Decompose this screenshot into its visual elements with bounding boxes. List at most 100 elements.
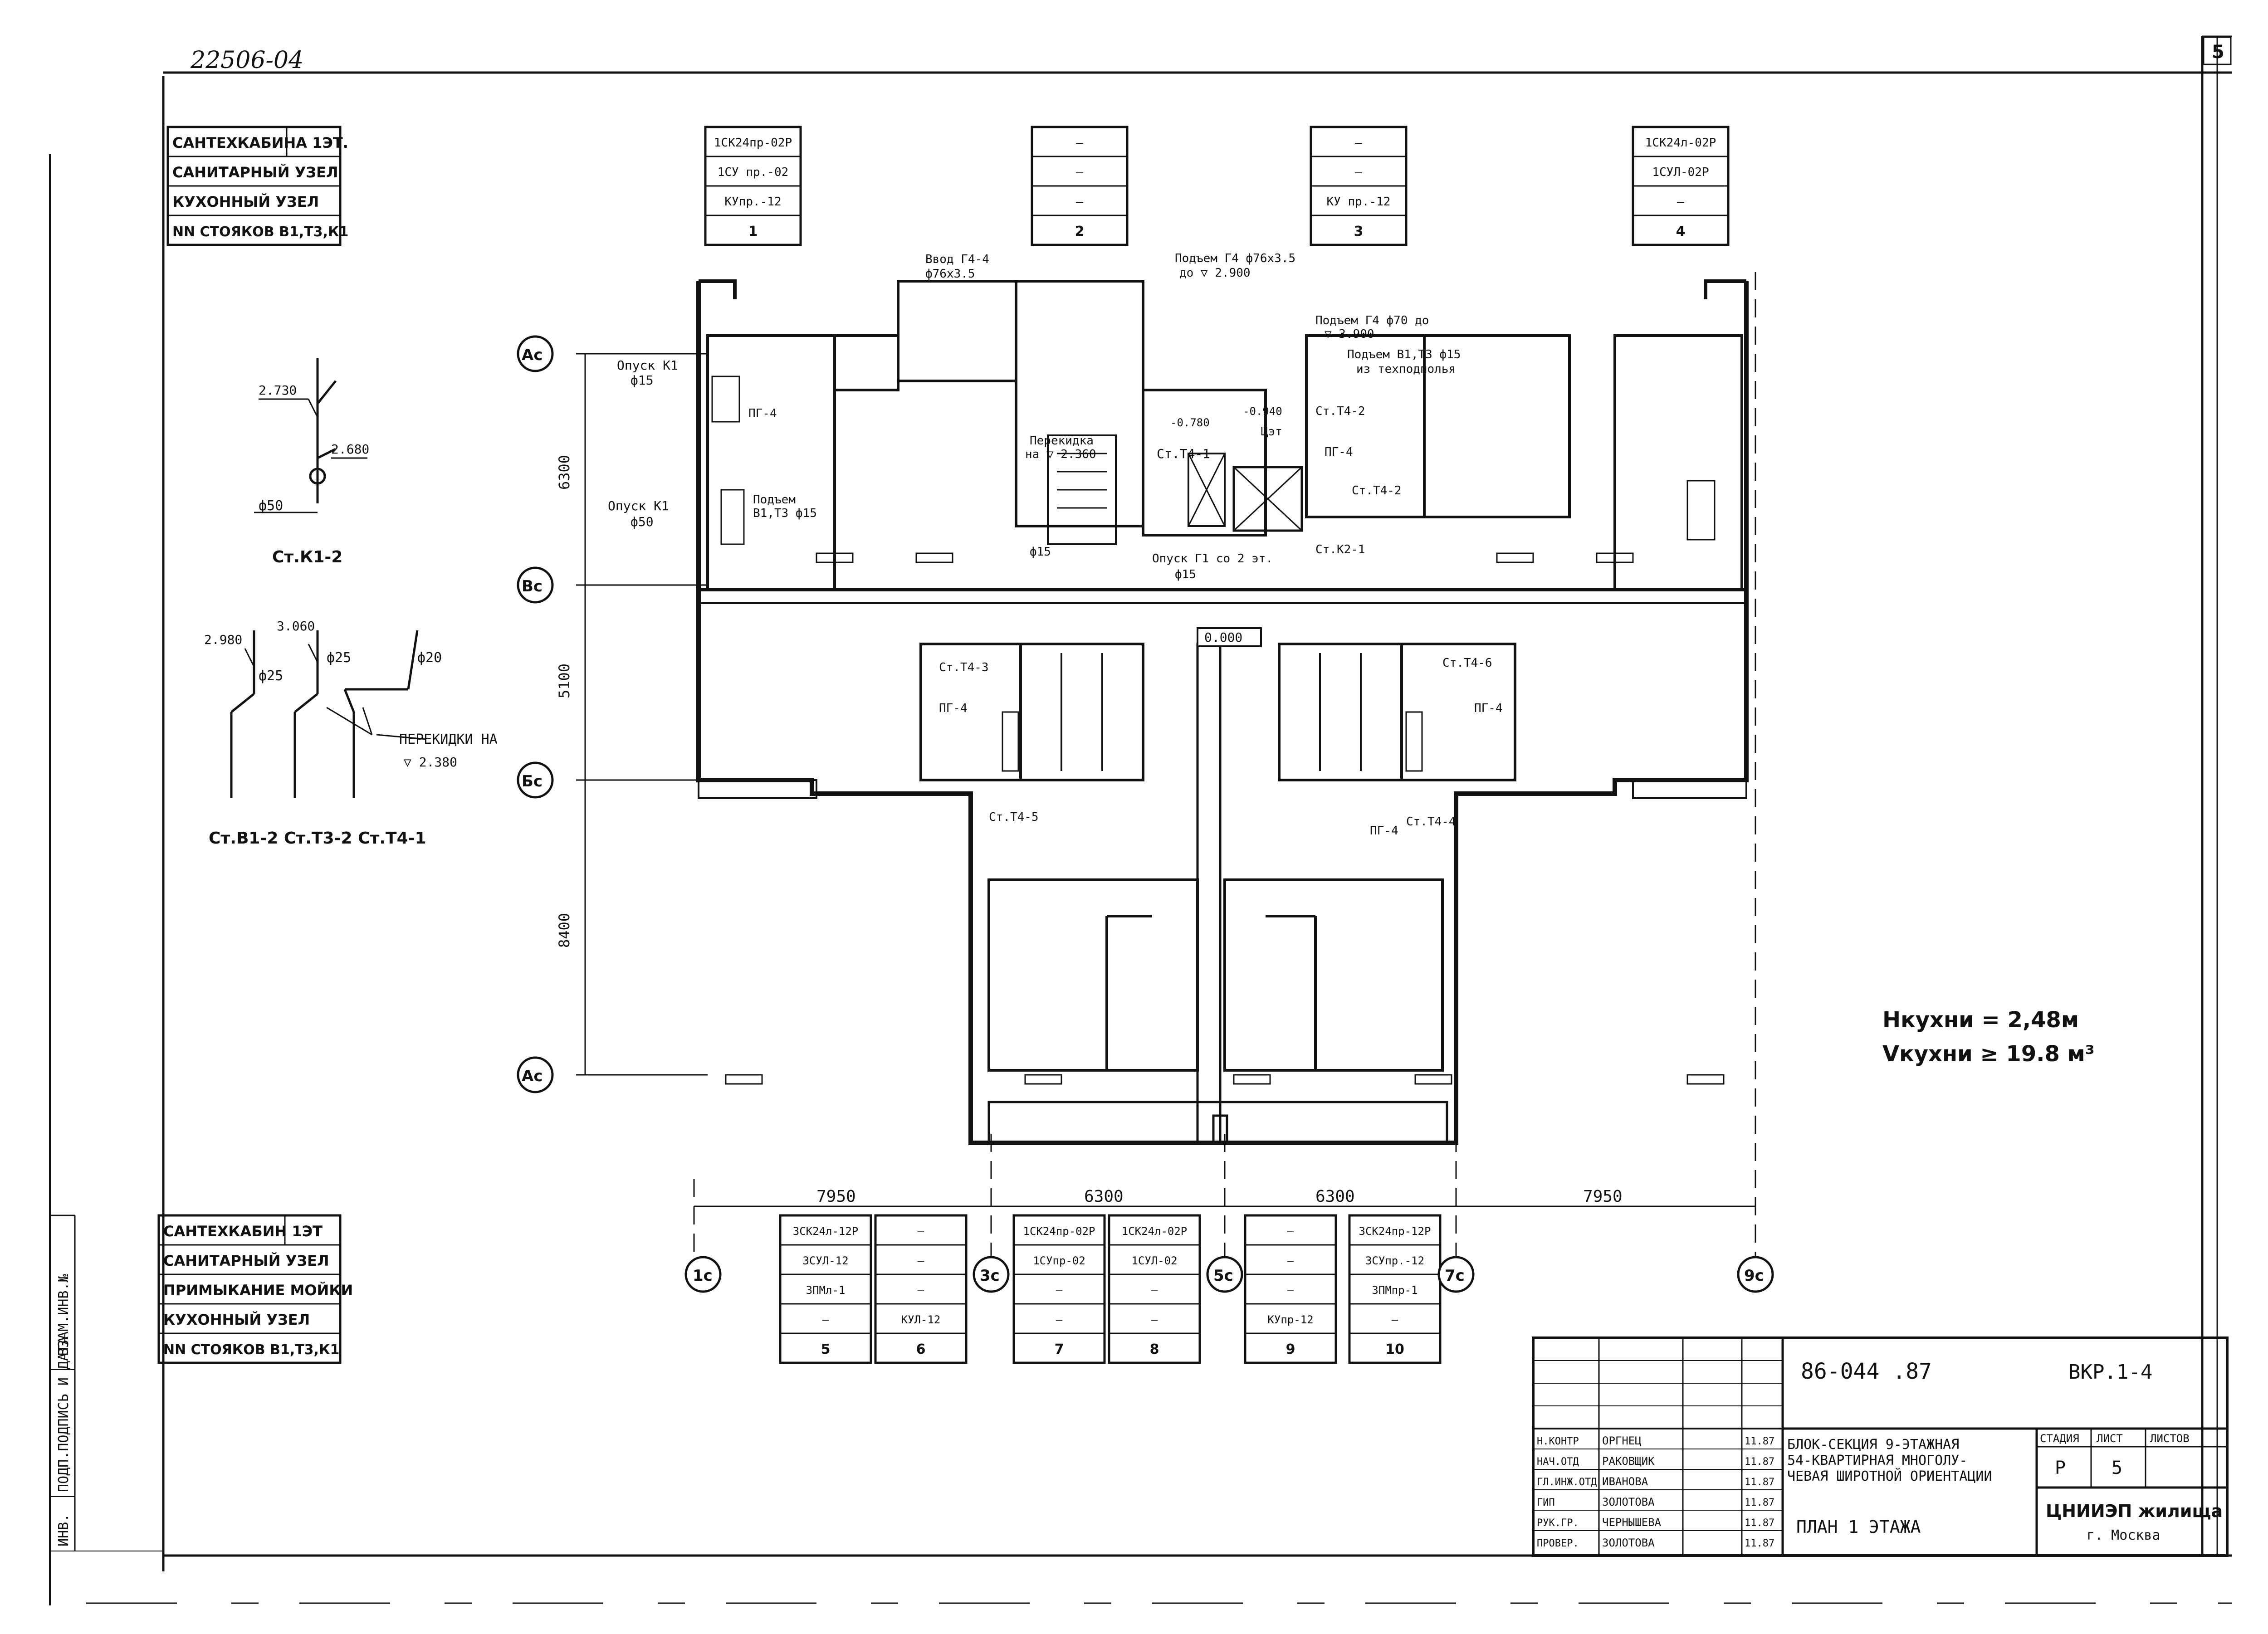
bottom-box-cell: 3ПМпр-1 bbox=[1372, 1284, 1418, 1297]
note-podem-3: Подъем В1,Т3 ф15 bbox=[1347, 348, 1461, 361]
top-box-cell: — bbox=[1076, 136, 1083, 150]
stamp-person-role: РУК.ГР. bbox=[1537, 1517, 1579, 1529]
top-box-number: 4 bbox=[1676, 224, 1686, 239]
riser-k1-level-2680: 2.680 bbox=[331, 442, 369, 457]
riser-group-d25-b: ф25 bbox=[327, 650, 351, 666]
top-box-number: 1 bbox=[748, 224, 758, 239]
note-perekidka-lvl: на ▽ 2.360 bbox=[1025, 448, 1096, 461]
kitchen-volume-note: Vкухни ≥ 19.8 м³ bbox=[1882, 1041, 2095, 1067]
stamp-person-role: ПРОВЕР. bbox=[1537, 1538, 1579, 1549]
riser-group-level-2980: 2.980 bbox=[204, 632, 242, 647]
note-pg4-b: ПГ-4 bbox=[1325, 445, 1353, 459]
note-pg4-c: ПГ-4 bbox=[939, 702, 968, 715]
note-vvod-d: ф76х3.5 bbox=[925, 267, 975, 281]
riser-k1-diameter: ф50 bbox=[259, 498, 283, 514]
axis-col-bubble: 1с bbox=[684, 1256, 722, 1293]
riser-k1-2-label: Ст.К1-2 bbox=[272, 548, 342, 566]
dimensions: 6300 5100 8400 7950 6300 6300 7950 bbox=[556, 455, 1623, 1206]
kitchen-height-note: Нкухни = 2,48м bbox=[1882, 1007, 2079, 1033]
side-strip: ВЗАМ.ИНВ.№ ПОДП.ПОДПИСЬ И ДАТА ИНВ. bbox=[56, 1274, 72, 1546]
top-box: ———2 bbox=[1031, 126, 1129, 246]
bottom-box-number: 5 bbox=[821, 1341, 831, 1357]
svg-text:5с: 5с bbox=[1213, 1267, 1233, 1285]
dim-vertical-1: 6300 bbox=[556, 455, 573, 490]
svg-text:1с: 1с bbox=[693, 1267, 713, 1285]
note-pg4-e: ПГ-4 bbox=[1370, 824, 1398, 838]
floor-plan bbox=[696, 279, 1749, 1145]
stamp-person-date: 11.87 bbox=[1745, 1436, 1774, 1447]
bottom-legend-row-4: КУХОННЫЙ УЗЕЛ bbox=[163, 1311, 310, 1328]
bottom-legend-row-1: САНТЕХКАБИН 1ЭТ bbox=[163, 1223, 323, 1240]
svg-text:Ас: Ас bbox=[522, 346, 543, 364]
dim-horizontal-3: 6300 bbox=[1315, 1187, 1355, 1206]
stamp-list-header: ЛИСТ bbox=[2097, 1432, 2123, 1445]
bottom-box-cell: 3ПМл-1 bbox=[806, 1284, 846, 1297]
bottom-box-cell: — bbox=[918, 1254, 924, 1267]
bottom-box-cell: 3СК24пр-12Р bbox=[1359, 1225, 1431, 1238]
svg-text:9с: 9с bbox=[1744, 1267, 1764, 1285]
top-box-cell: — bbox=[1076, 195, 1083, 209]
bottom-legend-row-2: САНИТАРНЫЙ УЗЕЛ bbox=[163, 1252, 329, 1269]
stamp-title-2: 54-КВАРТИРНАЯ МНОГОЛУ- bbox=[1787, 1453, 1967, 1468]
top-legend-row-4: NN СТОЯКОВ В1,Т3,К1 bbox=[172, 224, 348, 240]
bottom-box-cell: 1СК24л-02Р bbox=[1122, 1225, 1188, 1238]
stamp-person-name: ЧЕРНЫШЕВА bbox=[1602, 1516, 1662, 1529]
stamp-lists-header: ЛИСТОВ bbox=[2150, 1432, 2190, 1445]
stamp-doc-code: 86-044 .87 bbox=[1801, 1359, 1932, 1384]
bottom-box-cell: — bbox=[1056, 1313, 1063, 1326]
axis-col-bubble: 9с bbox=[1737, 1256, 1774, 1293]
stamp-person-name: ЗОЛОТОВА bbox=[1602, 1536, 1655, 1549]
note-st-t4-3: Ст.Т4-3 bbox=[939, 661, 989, 674]
note-st-t4-6: Ст.Т4-6 bbox=[1442, 656, 1492, 670]
bottom-box-cell: — bbox=[1151, 1313, 1158, 1326]
dim-vertical-2: 5100 bbox=[556, 663, 573, 698]
stamp-stage-header: СТАДИЯ bbox=[2040, 1432, 2079, 1445]
note-pg4-d: ПГ-4 bbox=[1474, 702, 1503, 715]
stamp-person-date: 11.87 bbox=[1745, 1538, 1774, 1549]
top-box-cell: 1СУЛ-02Р bbox=[1652, 166, 1709, 179]
note-h-0940: -0.940 bbox=[1243, 405, 1282, 418]
stamp-list: 5 bbox=[2112, 1458, 2122, 1478]
top-box: ——КУ пр.-123 bbox=[1310, 126, 1408, 246]
stamp-person-role: ГЛ.ИНЖ.ОТД bbox=[1537, 1477, 1597, 1488]
stamp-person-name: РАКОВЩИК bbox=[1602, 1455, 1655, 1468]
bottom-box-number: 8 bbox=[1150, 1341, 1159, 1357]
riser-k1-level-2730: 2.730 bbox=[259, 383, 297, 398]
stamp-title-3: ЧЕВАЯ ШИРОТНОЙ ОРИЕНТАЦИИ bbox=[1787, 1468, 1992, 1484]
note-pg4-a: ПГ-4 bbox=[748, 407, 777, 420]
bottom-box-cell: — bbox=[1056, 1284, 1063, 1297]
top-legend-row-1: САНТЕХКАБИНА 1ЭТ. bbox=[172, 134, 348, 151]
corner-number: 5 bbox=[2212, 42, 2224, 63]
bottom-box-cell: — bbox=[1392, 1313, 1398, 1326]
top-box-number: 3 bbox=[1354, 224, 1364, 239]
bottom-box-cell: КУЛ-12 bbox=[901, 1313, 941, 1326]
stamp-person-name: ИВАНОВА bbox=[1602, 1475, 1648, 1488]
top-box-number: 2 bbox=[1075, 224, 1085, 239]
svg-text:Бс: Бс bbox=[522, 772, 543, 790]
note-st-t4-5: Ст.Т4-5 bbox=[989, 810, 1039, 824]
note-podem-1b: до ▽ 2.900 bbox=[1179, 266, 1251, 280]
bottom-box-cell: — bbox=[918, 1284, 924, 1297]
riser-group-perekidka-level: ▽ 2.380 bbox=[404, 755, 457, 770]
axis-col-bubble: 3с bbox=[973, 1256, 1010, 1293]
dim-vertical-3: 8400 bbox=[556, 913, 573, 948]
stamp-person-role: НАЧ.ОТД bbox=[1537, 1456, 1579, 1468]
axis-row-bubble: Вс bbox=[517, 566, 554, 604]
bottom-box: 1СК24л-02Р 1СУЛ-02 — — 8 bbox=[1108, 1214, 1201, 1364]
note-podem-2: Подъем Г4 ф70 до bbox=[1315, 314, 1429, 327]
bottom-box-cell: — bbox=[1151, 1284, 1158, 1297]
bottom-box-cell: 3СУЛ-12 bbox=[802, 1254, 848, 1267]
note-opusk-k1-2: Опуск К1 bbox=[608, 498, 669, 513]
top-box-cell: — bbox=[1355, 166, 1362, 179]
stamp-sheet-code: ВКР.1-4 bbox=[2068, 1361, 2152, 1384]
stamp-org-2: г. Москва bbox=[2087, 1527, 2160, 1543]
bottom-box-cell: 1СУЛ-02 bbox=[1131, 1254, 1177, 1267]
bottom-box-cell: 1СУпр-02 bbox=[1033, 1254, 1085, 1267]
top-box-cell: КУ пр.-12 bbox=[1327, 195, 1391, 209]
stamp-person-name: ОРГНЕЦ bbox=[1602, 1434, 1642, 1447]
bottom-boxes: 3СК24л-12Р3СУЛ-123ПМл-1—5———КУЛ-1261СК24… bbox=[779, 1214, 1442, 1364]
sheet-frame bbox=[49, 35, 2232, 1605]
top-legend-row-3: КУХОННЫЙ УЗЕЛ bbox=[172, 193, 319, 210]
